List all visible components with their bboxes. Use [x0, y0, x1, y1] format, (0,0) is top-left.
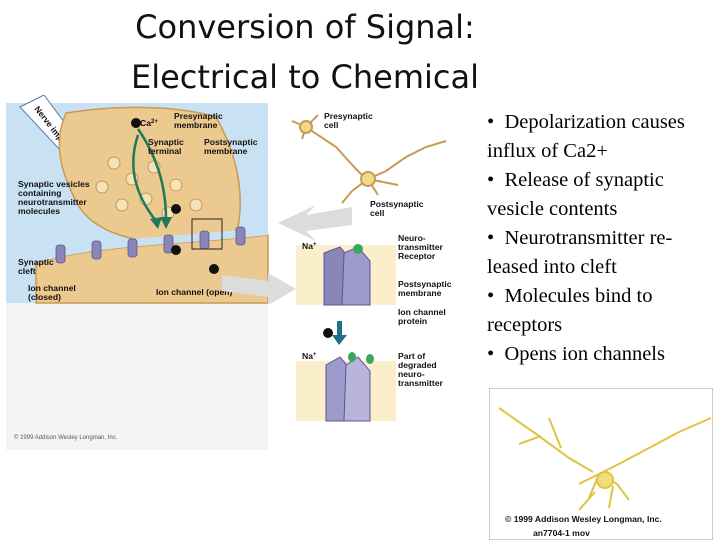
video-thumbnail[interactable]: © 1999 Addison Wesley Longman, Inc. an77…: [489, 388, 713, 540]
synaptic-cleft-gap: [36, 227, 268, 263]
na-label-upper: Na+: [302, 241, 317, 251]
video-frame: [489, 388, 713, 540]
video-neuron: [498, 407, 712, 511]
ion-channel-open-label: Ion channel (open): [156, 287, 233, 297]
receptor-protein-lower: [325, 352, 374, 422]
svg-text:1: 1: [134, 118, 139, 128]
video-copyright: © 1999 Addison Wesley Longman, Inc.: [505, 514, 662, 524]
postsynaptic-neuron: [341, 140, 447, 204]
step5-arrow-shaft: [337, 321, 342, 335]
step-badge-1: 1: [131, 118, 141, 128]
ion-channel-closed-label: Ion channel(closed): [28, 283, 76, 302]
synapse-diagram: Nerve impulse 1 2 3 4 5 Ca2+ Presynaptic…: [6, 95, 468, 450]
arrowhead-2: [150, 217, 162, 229]
receptor-protein-upper: [323, 244, 371, 306]
step5-arrow-head: [332, 335, 347, 345]
svg-text:2: 2: [174, 204, 179, 214]
zoom-arrow-upper: [278, 205, 352, 241]
title-line-1: Conversion of Signal:: [135, 8, 475, 46]
diagram-copyright: © 1999 Addison Wesley Longman, Inc.: [14, 434, 118, 441]
step-badge-3: 3: [171, 245, 181, 255]
zoom-arrow-lower: [222, 273, 296, 305]
ca-label: Ca2+: [140, 118, 158, 128]
na-label-lower: Na+: [302, 351, 317, 361]
step-badge-2: 2: [171, 204, 181, 214]
svg-text:4: 4: [212, 264, 217, 274]
svg-text:3: 3: [174, 245, 179, 255]
slide-title: Conversion of Signal: Electrical to Chem…: [70, 2, 540, 102]
presynaptic-neuron: [291, 114, 367, 180]
bullet-item: Opens ion channels: [487, 340, 720, 369]
video-filename: an7704-1 mov: [533, 528, 590, 538]
step-badge-4: 4: [209, 264, 219, 274]
arrowhead-1: [160, 217, 172, 229]
calcium-influx-arrows: [132, 128, 168, 222]
bullet-item: Neurotransmitter re-leased into cleft: [487, 224, 720, 282]
title-line-2: Electrical to Chemical: [130, 58, 479, 96]
bullet-item: Molecules bind to receptors: [487, 282, 720, 340]
bullet-list: Depolarization causes influx of Ca2+ Rel…: [487, 108, 720, 369]
bullet-item: Depolarization causes influx of Ca2+: [487, 108, 720, 166]
bullet-item: Release of synaptic vesicle contents: [487, 166, 720, 224]
svg-text:5: 5: [326, 328, 331, 338]
lower-left-background: [6, 303, 268, 450]
zoom-box: [191, 218, 223, 250]
step-badge-5: 5: [323, 328, 333, 338]
membrane-channels: [55, 226, 246, 264]
